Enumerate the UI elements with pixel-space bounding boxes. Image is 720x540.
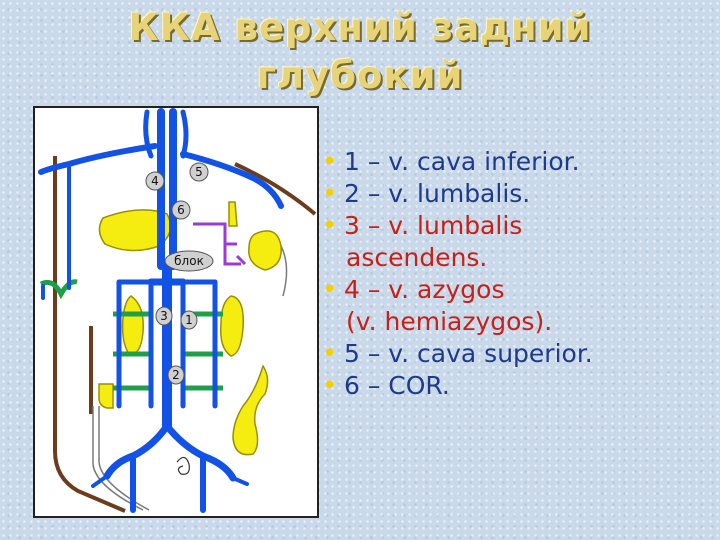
- legend-item-3-text: 3 – v. lumbalis: [344, 211, 523, 240]
- legend-item-4-text: 4 – v. azygos: [344, 275, 505, 304]
- slide-title-line-1: ККА верхний задний: [128, 6, 592, 49]
- legend-item-2-text: 2 – v. lumbalis.: [344, 179, 531, 208]
- badge-2-label: 2: [172, 368, 180, 382]
- badge-3-label: 3: [160, 309, 168, 323]
- vena-network: [38, 108, 284, 513]
- gonad-left: [98, 383, 114, 409]
- badge-blok-shape: [164, 250, 214, 272]
- slide-title-line-2: глубокий: [256, 54, 464, 97]
- bullet-icon: •: [322, 147, 338, 177]
- legend-item-3: • 3 – v. lumbalis ascendens.: [322, 210, 712, 274]
- badge-1-shape: [180, 310, 198, 330]
- bullet-icon: •: [322, 211, 338, 241]
- legend-item-1: • 1 – v. cava inferior.: [322, 146, 712, 178]
- hemiazygos-veins: [193, 222, 247, 266]
- appendage-top: [228, 201, 238, 227]
- heart-right: [248, 230, 282, 271]
- legend-item-6-text: 6 – COR.: [344, 371, 450, 400]
- badge-6-label: 6: [177, 203, 185, 217]
- legend-item-3-continuation: ascendens.: [346, 243, 488, 272]
- bladder-right: [232, 364, 269, 456]
- badge-2-shape: [167, 365, 185, 385]
- badge-1-label: 1: [185, 313, 193, 327]
- legend-list: • 1 – v. cava inferior. • 2 – v. lumbali…: [322, 146, 712, 402]
- badge-3-shape: [155, 306, 173, 326]
- legend-item-5-text: 5 – v. cava superior.: [344, 339, 593, 368]
- label-badges: 4 5 6 блок 3 1 2: [145, 162, 214, 385]
- badge-5-label: 5: [195, 165, 203, 179]
- badge-5-shape: [189, 162, 209, 182]
- legend-item-5: • 5 – v. cava superior.: [322, 338, 712, 370]
- bullet-icon: •: [322, 371, 338, 401]
- legend-item-4-continuation: (v. hemiazygos).: [346, 307, 553, 336]
- bullet-icon: •: [322, 179, 338, 209]
- legend-item-4: • 4 – v. azygos (v. hemiazygos).: [322, 274, 712, 338]
- vascular-diagram: 4 5 6 блок 3 1 2: [33, 106, 319, 518]
- legend-item-1-text: 1 – v. cava inferior.: [344, 147, 580, 176]
- badge-blok-label: блок: [174, 254, 204, 268]
- bottom-loops: [176, 456, 190, 475]
- badge-4-shape: [145, 171, 165, 191]
- legend-item-2: • 2 – v. lumbalis.: [322, 178, 712, 210]
- kidney-right: [219, 295, 244, 357]
- legend-item-6: • 6 – COR.: [322, 370, 712, 402]
- bullet-icon: •: [322, 275, 338, 305]
- badge-6-shape: [171, 200, 191, 220]
- azygos-veins: [53, 156, 317, 513]
- badge-4-label: 4: [151, 174, 159, 188]
- bullet-icon: •: [322, 339, 338, 369]
